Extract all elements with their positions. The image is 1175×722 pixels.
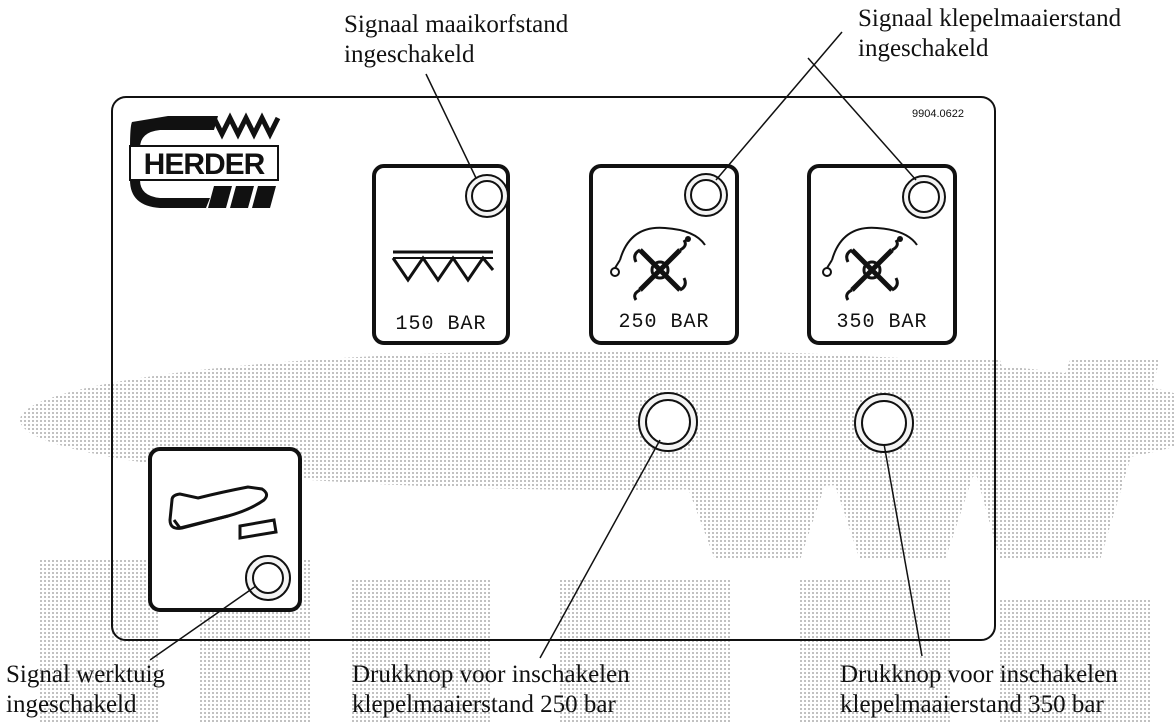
callout-line: Signal werktuig (6, 661, 166, 688)
mode-label-150: 150 BAR (395, 313, 487, 336)
callout-signal-werktuig: Signal werktuig ingeschakeld (6, 660, 165, 720)
callout-line: ingeschakeld (858, 35, 989, 62)
signal-lamp-klepelmaaier-350 (902, 175, 946, 219)
callout-signal-klepelmaaier: Signaal klepelmaaierstand ingeschakeld (858, 4, 1121, 64)
flail-mower-icon (822, 226, 918, 301)
leader-lines (149, 31, 923, 661)
flail-mower-icon (610, 226, 706, 301)
callout-line: Drukknop voor inschakelen (840, 661, 1118, 688)
callout-line: ingeschakeld (6, 691, 137, 718)
push-button-250[interactable] (638, 392, 698, 452)
mode-box-150 (372, 164, 510, 345)
mode-box-350 (807, 164, 957, 345)
callout-button-250: Drukknop voor inschakelen klepelmaaierst… (352, 660, 630, 720)
callout-line: Signaal maaikorfstand (344, 11, 569, 38)
callout-button-350: Drukknop voor inschakelen klepelmaaierst… (840, 660, 1118, 720)
mowing-basket-icon (391, 250, 495, 283)
callout-line: Signaal klepelmaaierstand (858, 5, 1122, 32)
document-code: 9904.0622 (912, 108, 964, 120)
signal-lamp-werktuig (245, 555, 291, 601)
herder-logo: HERDER (129, 112, 281, 208)
callout-line: klepelmaaierstand 250 bar (352, 691, 616, 718)
callout-line: ingeschakeld (344, 41, 475, 68)
callout-line: Drukknop voor inschakelen (352, 661, 630, 688)
callout-line: klepelmaaierstand 350 bar (840, 691, 1104, 718)
signal-lamp-klepelmaaier-250 (684, 173, 728, 217)
signal-lamp-maaikorf (465, 174, 509, 218)
push-button-350[interactable] (854, 393, 914, 453)
control-panel-plate (111, 96, 996, 641)
mode-label-250: 250 BAR (618, 311, 710, 334)
mode-label-350: 350 BAR (836, 311, 928, 334)
shoe-pedal-icon (168, 485, 278, 540)
logo-text: HERDER (144, 148, 266, 181)
werktuig-box (148, 447, 302, 612)
callout-signal-maaikorf: Signaal maaikorfstand ingeschakeld (344, 10, 568, 70)
mode-box-250 (589, 164, 739, 345)
